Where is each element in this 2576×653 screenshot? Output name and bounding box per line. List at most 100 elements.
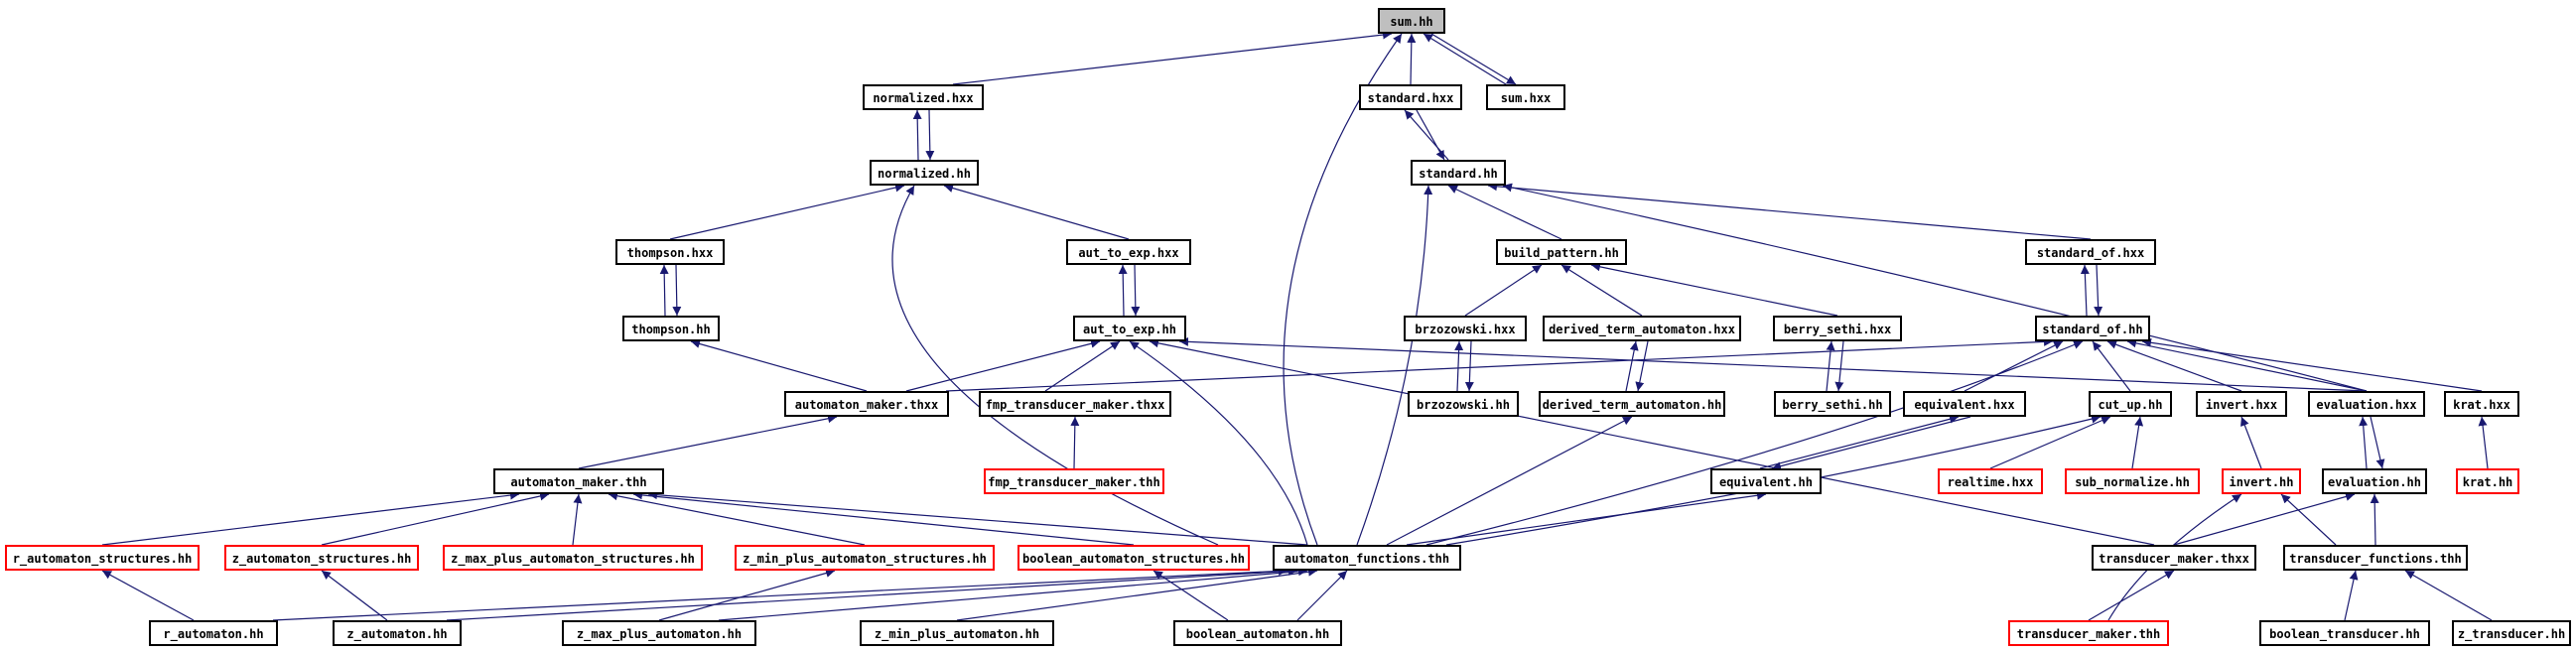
node-sum-hh[interactable]: sum.hh	[1378, 8, 1445, 34]
node-transducer-maker-thh[interactable]: transducer_maker.thh	[2008, 620, 2169, 646]
edge-automaton_functions_thh-to-automaton_maker_thh	[647, 490, 1308, 546]
node-aut-to-exp-hh[interactable]: aut_to_exp.hh	[1073, 316, 1186, 341]
node-invert-hh[interactable]: invert.hh	[2222, 468, 2301, 494]
edge-berry_sethi_hh-to-berry_sethi_hxx	[1826, 340, 1835, 392]
node-normalized-hxx[interactable]: normalized.hxx	[863, 84, 984, 110]
node-transducer-maker-thxx[interactable]: transducer_maker.thxx	[2092, 545, 2256, 571]
node-equivalent-hxx[interactable]: equivalent.hxx	[1903, 391, 2026, 417]
node-invert-hxx[interactable]: invert.hxx	[2196, 391, 2287, 417]
edge-brzozowski_hxx-to-brzozowski_hh	[1464, 340, 1474, 392]
edge-r_automaton_structures_hh-to-automaton_maker_thh	[101, 490, 520, 546]
node-thompson-hh[interactable]: thompson.hh	[622, 316, 720, 341]
edge-sum_hh-to-sum_hxx	[1430, 33, 1517, 85]
node-boolean-transducer-hh[interactable]: boolean_transducer.hh	[2259, 620, 2430, 646]
edge-berry_sethi_hxx-to-berry_sethi_hh	[1834, 340, 1844, 392]
node-standard-hxx[interactable]: standard.hxx	[1359, 84, 1462, 110]
edge-z_automaton_hh-to-z_automaton_structures_hh	[321, 570, 388, 621]
node-z-max-plus-automaton-structures-hh[interactable]: z_max_plus_automaton_structures.hh	[443, 545, 703, 571]
edge-automaton_functions_thh-to-equivalent_hh	[1406, 490, 1767, 546]
edge-invert_hxx-to-standard_of_hh	[2106, 339, 2242, 392]
node-equivalent-hh[interactable]: equivalent.hh	[1710, 468, 1822, 494]
edge-normalized_hxx-to-normalized_hh	[925, 109, 935, 161]
node-krat-hxx[interactable]: krat.hxx	[2444, 391, 2519, 417]
edge-boolean_automaton_hh-to-boolean_automaton_structures_hh	[1152, 570, 1229, 621]
edge-automaton_maker_thxx-to-aut_to_exp_hh	[905, 338, 1101, 392]
edge-z_automaton_structures_hh-to-automaton_maker_thh	[321, 491, 550, 546]
node-z-min-plus-automaton-structures-hh[interactable]: z_min_plus_automaton_structures.hh	[735, 545, 995, 571]
edge-brzozowski_hxx-to-build_pattern_hh	[1464, 264, 1543, 317]
edge-evaluation_hxx-to-standard_hh	[1502, 183, 2368, 392]
node-evaluation-hxx[interactable]: evaluation.hxx	[2308, 391, 2425, 417]
node-realtime-hxx[interactable]: realtime.hxx	[1938, 468, 2043, 494]
edge-normalized_hh-to-normalized_hxx	[912, 109, 922, 161]
edge-thompson_hxx-to-thompson_hh	[672, 264, 682, 317]
node-z-transducer-hh[interactable]: z_transducer.hh	[2452, 620, 2571, 646]
edge-thompson_hxx-to-normalized_hh	[669, 183, 905, 240]
edge-standard_of_hxx-to-standard_of_hh	[2094, 264, 2103, 317]
edge-equivalent_hh-to-equivalent_hxx	[1759, 414, 1960, 469]
edge-sub_normalize_hh-to-cut_up_hh	[2131, 416, 2144, 469]
edge-z_max_plus_automaton_hh-to-automaton_functions_thh	[718, 567, 1308, 621]
node-z-automaton-hh[interactable]: z_automaton.hh	[333, 620, 462, 646]
node-transducer-functions-thh[interactable]: transducer_functions.thh	[2283, 545, 2468, 571]
node-berry-sethi-hh[interactable]: berry_sethi.hh	[1774, 391, 1891, 417]
node-derived-term-automaton-hxx[interactable]: derived_term_automaton.hxx	[1543, 316, 1741, 341]
node-aut-to-exp-hxx[interactable]: aut_to_exp.hxx	[1066, 239, 1191, 265]
edge-automaton_functions_thh-to-standard_of_hh	[1425, 340, 2084, 546]
edge-z_min_plus_automaton_hh-to-automaton_functions_thh	[956, 567, 1318, 621]
edge-evaluation_hxx-to-aut_to_exp_hh	[1178, 336, 2368, 392]
node-z-automaton-structures-hh[interactable]: z_automaton_structures.hh	[224, 545, 419, 571]
edge-standard_hxx-to-sum_hh	[1407, 33, 1417, 85]
node-fmp-transducer-maker-thh[interactable]: fmp_transducer_maker.thh	[984, 468, 1164, 494]
edge-transducer_maker_thxx-to-evaluation_hh	[2173, 492, 2356, 546]
edge-boolean_automaton_hh-to-automaton_functions_thh	[1296, 570, 1348, 621]
edge-transducer_functions_thh-to-invert_hh	[2280, 493, 2337, 546]
node-automaton-functions-thh[interactable]: automaton_functions.thh	[1273, 545, 1461, 571]
edge-aut_to_exp_hxx-to-normalized_hh	[943, 184, 1130, 240]
node-standard-hh[interactable]: standard.hh	[1411, 160, 1506, 186]
edge-build_pattern_hh-to-standard_hh	[1447, 185, 1562, 240]
node-sum-hxx[interactable]: sum.hxx	[1486, 84, 1565, 110]
edge-z_min_plus_automaton_structures_hh-to-automaton_maker_thh	[608, 491, 866, 546]
edge-z_max_plus_automaton_hh-to-z_min_plus_automaton_structures_hh	[658, 569, 836, 621]
node-thompson-hxx[interactable]: thompson.hxx	[615, 239, 725, 265]
node-standard-of-hh[interactable]: standard_of.hh	[2035, 316, 2150, 341]
node-z-max-plus-automaton-hh[interactable]: z_max_plus_automaton.hh	[562, 620, 756, 646]
node-automaton-maker-thh[interactable]: automaton_maker.thh	[493, 468, 664, 494]
node-evaluation-hh[interactable]: evaluation.hh	[2322, 468, 2427, 494]
node-derived-term-automaton-hh[interactable]: derived_term_automaton.hh	[1539, 391, 1725, 417]
node-brzozowski-hxx[interactable]: brzozowski.hxx	[1404, 316, 1527, 341]
edge-z_max_plus_automaton_structures_hh-to-automaton_maker_thh	[572, 493, 583, 546]
node-brzozowski-hh[interactable]: brzozowski.hh	[1408, 391, 1519, 417]
edge-boolean_automaton_structures_hh-to-automaton_maker_thh	[632, 490, 1135, 546]
edge-automaton_maker_thh-to-automaton_maker_thxx	[578, 414, 838, 469]
node-boolean-automaton-structures-hh[interactable]: boolean_automaton_structures.hh	[1017, 545, 1250, 571]
node-r-automaton-hh[interactable]: r_automaton.hh	[149, 620, 278, 646]
node-build-pattern-hh[interactable]: build_pattern.hh	[1496, 239, 1627, 265]
node-z-min-plus-automaton-hh[interactable]: z_min_plus_automaton.hh	[860, 620, 1054, 646]
edge-invert_hh-to-invert_hxx	[2240, 416, 2262, 469]
edge-krat_hxx-to-standard_of_hh	[2141, 337, 2483, 392]
edge-automaton_functions_thh-to-standard_hh	[1356, 185, 1433, 546]
node-boolean-automaton-hh[interactable]: boolean_automaton.hh	[1173, 620, 1342, 646]
node-normalized-hh[interactable]: normalized.hh	[870, 160, 979, 186]
edge-z_transducer_hh-to-transducer_functions_thh	[2404, 570, 2493, 621]
edge-brzozowski_hh-to-brzozowski_hxx	[1454, 340, 1464, 392]
edge-equivalent_hxx-to-standard_of_hh	[1964, 340, 2064, 392]
edge-aut_to_exp_hh-to-aut_to_exp_hxx	[1118, 264, 1128, 317]
node-cut-up-hh[interactable]: cut_up.hh	[2089, 391, 2172, 417]
node-standard-of-hxx[interactable]: standard_of.hxx	[2025, 239, 2156, 265]
node-berry-sethi-hxx[interactable]: berry_sethi.hxx	[1773, 316, 1902, 341]
edge-thompson_hh-to-thompson_hxx	[659, 264, 669, 317]
node-r-automaton-structures-hh[interactable]: r_automaton_structures.hh	[5, 545, 200, 571]
edge-automaton_functions_thh-to-normalized_hh	[891, 185, 1219, 546]
node-automaton-maker-thxx[interactable]: automaton_maker.thxx	[784, 391, 949, 417]
node-sub-normalize-hh[interactable]: sub_normalize.hh	[2065, 468, 2200, 494]
edge-normalized_hxx-to-sum_hh	[952, 30, 1393, 85]
edge-derived_term_automaton_hxx-to-derived_term_automaton_hh	[1635, 340, 1649, 392]
node-fmp-transducer-maker-thxx[interactable]: fmp_transducer_maker.thxx	[979, 391, 1171, 417]
node-krat-hh[interactable]: krat.hh	[2456, 468, 2519, 494]
edge-fmp_transducer_maker_thxx-to-aut_to_exp_hh	[1044, 340, 1121, 392]
edge-transducer_maker_thh-to-transducer_maker_thxx	[2088, 570, 2175, 621]
